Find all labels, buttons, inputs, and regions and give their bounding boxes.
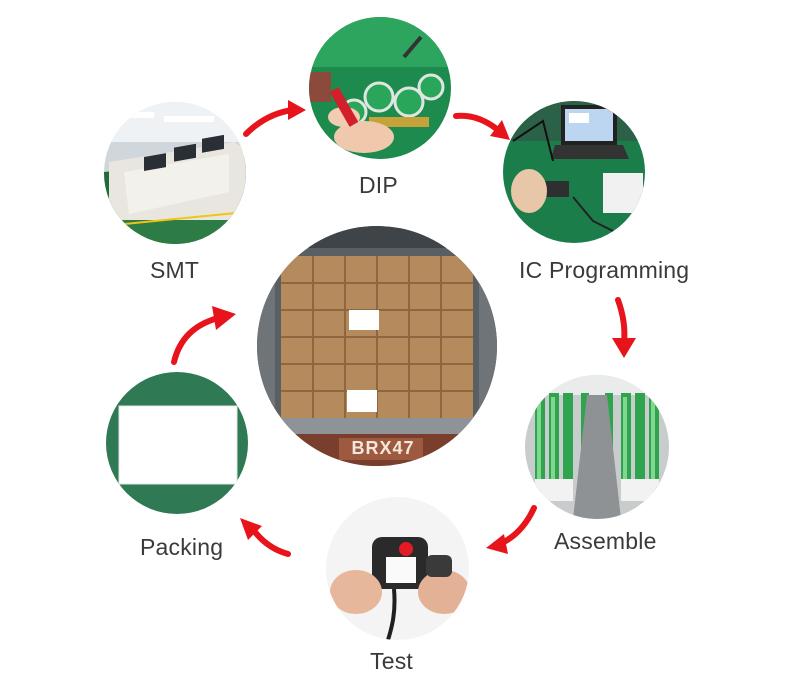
- container-marking: BRX47: [341, 438, 425, 459]
- dip-label: DIP: [359, 172, 398, 199]
- dip-photo: [309, 17, 451, 159]
- ic-programming-label: IC Programming: [519, 257, 689, 284]
- assemble-label: Assemble: [554, 528, 657, 555]
- center-container-photo: BRX47: [257, 226, 497, 466]
- packing-photo: [106, 372, 248, 514]
- arrow-dip-to-ic-programming: [452, 108, 516, 148]
- smt-label: SMT: [150, 257, 199, 284]
- arrow-packing-to-smt: [164, 302, 242, 366]
- test-photo: [326, 497, 469, 640]
- assemble-photo: [525, 375, 669, 519]
- arrow-assemble-to-test: [482, 504, 540, 556]
- arrow-test-to-packing: [236, 512, 292, 558]
- ic-programming-photo: [503, 101, 645, 243]
- packing-label: Packing: [140, 534, 223, 561]
- arrow-ic-programming-to-assemble: [602, 296, 642, 362]
- arrow-smt-to-dip: [240, 96, 310, 140]
- test-label: Test: [370, 648, 413, 675]
- smt-photo: [104, 102, 246, 244]
